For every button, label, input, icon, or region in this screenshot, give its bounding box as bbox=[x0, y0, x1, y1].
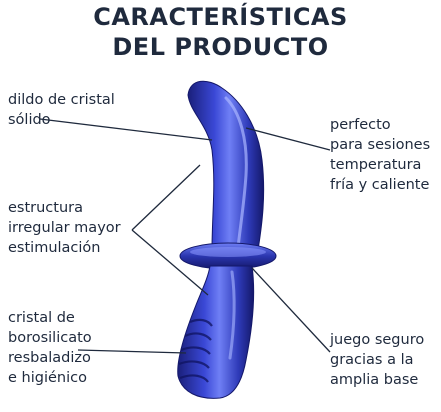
feature-line: perfecto bbox=[330, 117, 391, 133]
feature-line: fría y caliente bbox=[330, 177, 430, 193]
pointer-bottom-left bbox=[77, 349, 187, 354]
pointer-top-right bbox=[245, 127, 331, 151]
upper-shaft bbox=[187, 80, 265, 251]
pointer-mid-left bbox=[131, 164, 209, 296]
feature-safe-base: juego seguro gracias a la amplia base bbox=[330, 330, 424, 390]
lower-shaft-ribs bbox=[178, 318, 213, 383]
feature-line: amplia base bbox=[330, 372, 419, 388]
feature-solid-glass: dildo de cristal sólido bbox=[8, 90, 115, 130]
feature-line: estimulación bbox=[8, 240, 101, 256]
feature-line: para sesiones bbox=[330, 137, 431, 153]
upper-shaft-highlight bbox=[224, 96, 248, 250]
feature-line: gracias a la bbox=[330, 352, 414, 368]
feature-line: resbaladizo bbox=[8, 350, 91, 366]
pointer-lines bbox=[39, 118, 331, 354]
product-features-title: CARACTERÍSTICAS DEL PRODUCTO bbox=[0, 2, 441, 62]
pointer-top-left bbox=[39, 118, 213, 141]
feature-line: temperatura bbox=[330, 157, 422, 173]
feature-line: irregular mayor bbox=[8, 220, 121, 236]
feature-line: estructura bbox=[8, 200, 84, 216]
title-line-1: CARACTERÍSTICAS bbox=[93, 3, 348, 31]
feature-line: borosilicato bbox=[8, 330, 92, 346]
feature-line: juego seguro bbox=[330, 332, 425, 348]
feature-line: e higiénico bbox=[8, 370, 87, 386]
feature-borosilicate: cristal de borosilicato resbaladizo e hi… bbox=[8, 308, 92, 388]
feature-line: cristal de bbox=[8, 310, 75, 326]
lower-shaft bbox=[177, 265, 255, 399]
title-line-2: DEL PRODUCTO bbox=[112, 33, 329, 61]
feature-line: dildo de cristal bbox=[8, 92, 115, 108]
feature-temperature-play: perfecto para sesiones temperatura fría … bbox=[330, 115, 430, 195]
feature-irregular-structure: estructura irregular mayor estimulación bbox=[8, 198, 121, 258]
pointer-bottom-right bbox=[251, 267, 331, 353]
feature-line: sólido bbox=[8, 112, 51, 128]
